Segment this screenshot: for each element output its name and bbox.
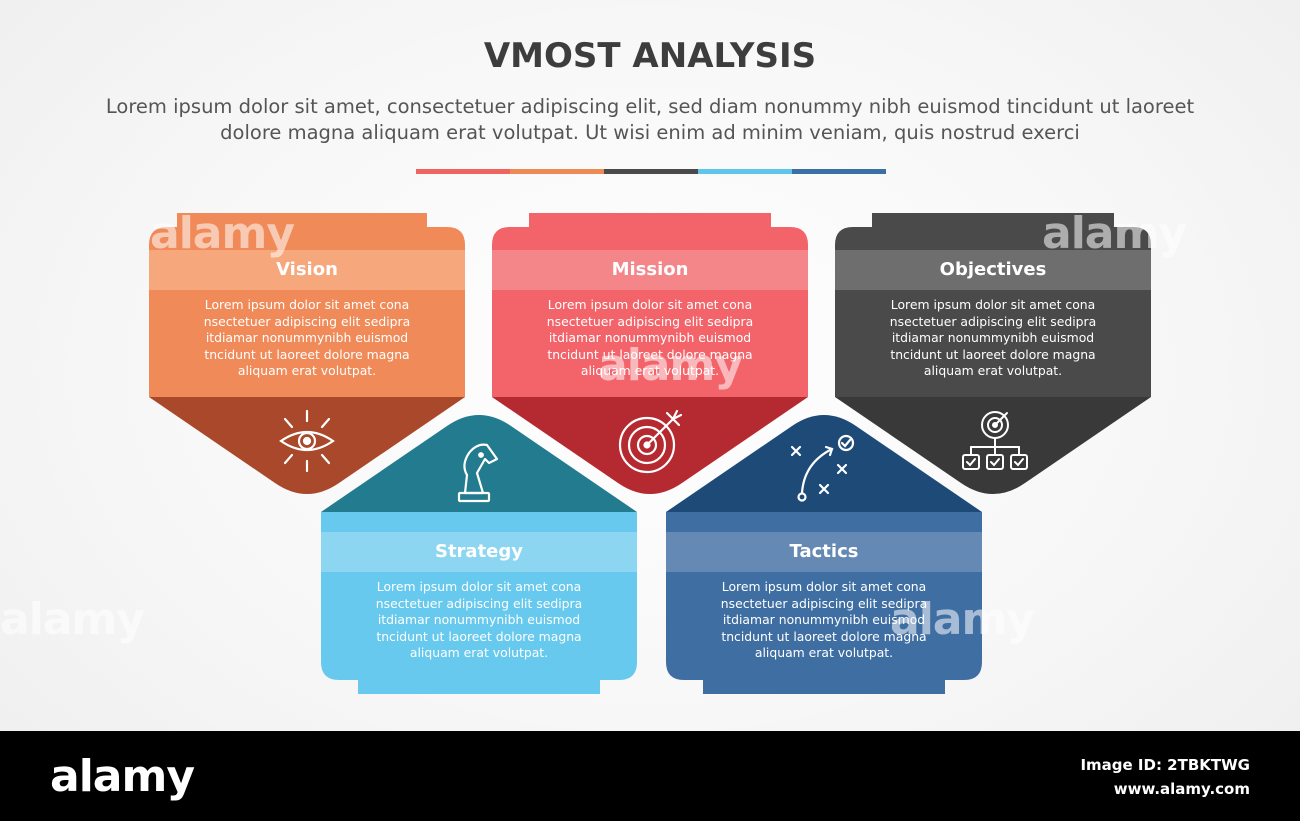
vmost-diagram	[149, 213, 1151, 694]
card-label: Vision	[276, 259, 338, 280]
card-tactics-text: Tactics Lorem ipsum dolor sit amet cona …	[666, 532, 982, 672]
card-body: Lorem ipsum dolor sit amet cona nsectetu…	[375, 579, 583, 661]
site-url: www.alamy.com	[1113, 780, 1250, 798]
card-label: Objectives	[939, 259, 1047, 280]
card-label: Mission	[611, 259, 689, 280]
divider-segment	[604, 169, 698, 174]
card-body: Lorem ipsum dolor sit amet cona nsectetu…	[203, 297, 411, 379]
target-icon	[618, 409, 683, 474]
card-mission-text: Mission Lorem ipsum dolor sit amet cona …	[492, 250, 808, 390]
color-divider	[416, 169, 886, 174]
footer-logo: alamy	[50, 751, 195, 802]
card-vision-text: Vision Lorem ipsum dolor sit amet cona n…	[149, 250, 465, 390]
card-vision	[149, 213, 465, 494]
card-label: Strategy	[434, 541, 524, 562]
card-label: Tactics	[789, 541, 859, 562]
card-strategy-text: Strategy Lorem ipsum dolor sit amet cona…	[321, 532, 637, 672]
divider-segment	[416, 169, 510, 174]
card-tactics	[666, 415, 982, 694]
divider-segment	[510, 169, 604, 174]
card-body: Lorem ipsum dolor sit amet cona nsectetu…	[546, 297, 754, 379]
card-strategy	[321, 415, 637, 694]
divider-segment	[698, 169, 792, 174]
card-body: Lorem ipsum dolor sit amet cona nsectetu…	[889, 297, 1097, 379]
page-title: VMOST ANALYSIS	[483, 36, 817, 76]
page-subtitle: Lorem ipsum dolor sit amet, consectetuer…	[105, 95, 1195, 144]
chess-knight-icon	[457, 443, 499, 503]
card-body: Lorem ipsum dolor sit amet cona nsectetu…	[720, 579, 928, 661]
card-mission	[492, 213, 808, 494]
target-hierarchy-icon	[962, 411, 1028, 470]
eye-icon	[279, 409, 335, 473]
tactics-play-icon	[790, 434, 855, 502]
divider-segment	[792, 169, 886, 174]
image-id: Image ID: 2TBKTWG	[1080, 756, 1250, 774]
card-objectives-text: Objectives Lorem ipsum dolor sit amet co…	[835, 250, 1151, 390]
card-objectives	[835, 213, 1151, 494]
footer-image-info: Image ID: 2TBKTWG www.alamy.com	[1080, 753, 1250, 801]
footer-bar: alamy Image ID: 2TBKTWG www.alamy.com	[0, 731, 1300, 821]
